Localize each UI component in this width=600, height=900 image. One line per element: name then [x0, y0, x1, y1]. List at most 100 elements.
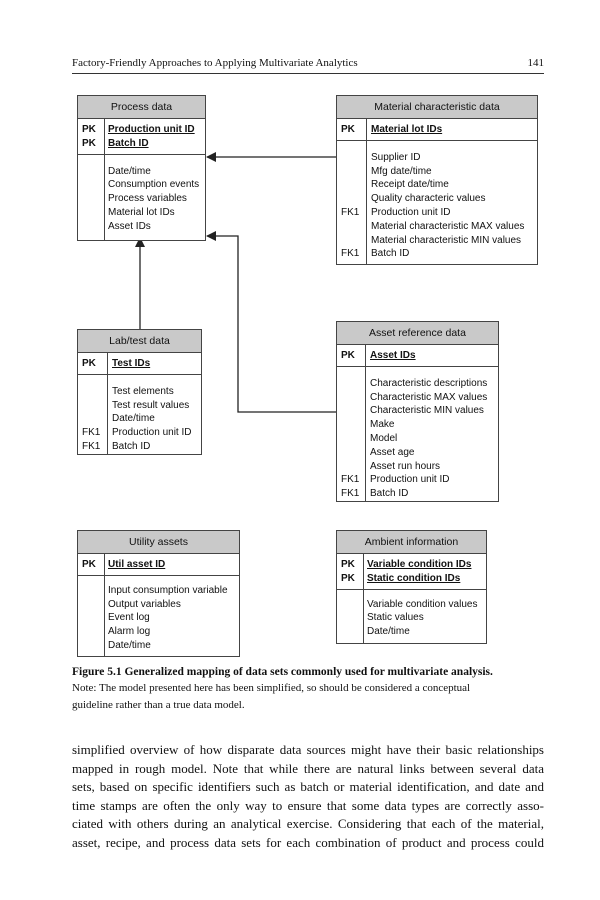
- key-field: Static condition IDs: [367, 572, 461, 584]
- attribute-field: Characteristic MIN values: [370, 405, 484, 417]
- entity-title: Material characteristic data: [337, 96, 537, 119]
- attribute-row: Date/time: [78, 165, 205, 179]
- attribute-field: Batch ID: [112, 440, 151, 452]
- attribute-tag: FK1: [341, 248, 360, 260]
- attribute-tag: FK1: [341, 488, 360, 500]
- attribute-field: Process variables: [108, 193, 187, 205]
- body-line: mapped in rough model. Note that while t…: [72, 760, 544, 776]
- key-row: PK Static condition IDs: [337, 572, 486, 586]
- attribute-row: Test elements: [78, 385, 201, 399]
- attribute-field: Date/time: [108, 639, 151, 651]
- key-tag: PK: [82, 559, 96, 570]
- key-tag: PK: [341, 572, 355, 584]
- attribute-row: FK1 Production unit ID: [337, 206, 537, 220]
- attribute-field: Alarm log: [108, 626, 151, 638]
- attribute-row: Material lot IDs: [78, 206, 205, 220]
- key-tag: PK: [341, 559, 355, 570]
- attribute-field: Batch ID: [370, 488, 409, 500]
- attribute-row: Asset age: [337, 446, 498, 460]
- attribute-field: Asset age: [370, 446, 415, 458]
- attribute-row: Event log: [78, 611, 239, 625]
- attribute-field: Test result values: [112, 399, 190, 411]
- attribute-tag: FK1: [82, 427, 101, 439]
- attribute-field: Variable condition values: [367, 598, 478, 610]
- attribute-field: Production unit ID: [370, 474, 450, 486]
- attributes: Supplier ID Mfg date/time Receipt date/t…: [337, 141, 537, 261]
- key-field: Batch ID: [108, 137, 149, 149]
- primary-keys: PK Asset IDs: [337, 345, 498, 367]
- entity-title: Utility assets: [78, 531, 239, 554]
- attribute-field: Consumption events: [108, 179, 200, 191]
- body-line: asset, recipe, and process data sets for…: [72, 834, 544, 850]
- key-tag: PK: [82, 358, 96, 369]
- attribute-row: Date/time: [337, 625, 486, 639]
- attribute-row: Receipt date/time: [337, 178, 537, 192]
- attribute-row: Characteristic descriptions: [337, 377, 498, 391]
- attribute-field: Asset run hours: [370, 460, 441, 472]
- body-line: simplified overview of how disparate dat…: [72, 742, 544, 757]
- attribute-tag: FK1: [341, 206, 360, 218]
- key-row: PK Test IDs: [78, 357, 201, 371]
- key-field: Material lot IDs: [371, 124, 443, 135]
- attribute-row: Characteristic MAX values: [337, 391, 498, 405]
- attribute-row: Process variables: [78, 192, 205, 206]
- attribute-row: Consumption events: [78, 178, 205, 192]
- attribute-row: Asset run hours: [337, 460, 498, 474]
- entity-title: Process data: [78, 96, 205, 119]
- body-line: ciated with others during an analytical …: [72, 816, 544, 832]
- attribute-row: FK1 Batch ID: [337, 247, 537, 261]
- attribute-field: Date/time: [367, 626, 410, 638]
- key-tag: PK: [82, 137, 96, 149]
- figure-caption: Figure 5.1 Generalized mapping of data s…: [72, 664, 544, 714]
- column-divider: [363, 553, 364, 643]
- attribute-field: Characteristic MAX values: [370, 391, 488, 403]
- key-field: Util asset ID: [108, 559, 166, 570]
- attributes: Input consumption variable Output variab…: [78, 576, 239, 653]
- attribute-field: Asset IDs: [108, 220, 151, 232]
- attribute-row: Variable condition values: [337, 598, 486, 612]
- attribute-row: Quality characteric values: [337, 192, 537, 206]
- entity-title: Lab/test data: [78, 330, 201, 353]
- body-paragraph: simplified overview of how disparate dat…: [72, 741, 544, 853]
- figure-note-line: Note: The model presented here has been …: [72, 682, 471, 694]
- attribute-field: Date/time: [112, 413, 155, 425]
- column-divider: [365, 344, 366, 501]
- relationship-connectors: [135, 152, 336, 413]
- attribute-field: Receipt date/time: [371, 179, 449, 191]
- figure-note: Note: The model presented here has been …: [72, 680, 544, 714]
- attribute-field: Quality characteric values: [371, 193, 486, 205]
- attribute-field: Material lot IDs: [108, 206, 175, 218]
- attribute-row: FK1 Production unit ID: [337, 473, 498, 487]
- column-divider: [104, 553, 105, 656]
- attribute-row: Material characteristic MAX values: [337, 220, 537, 234]
- attribute-field: Input consumption variable: [108, 584, 228, 596]
- attributes: Characteristic descriptions Characterist…: [337, 367, 498, 501]
- key-field: Asset IDs: [370, 350, 416, 361]
- attribute-field: Material characteristic MAX values: [371, 220, 525, 232]
- entity-utility-assets: Utility assets PK Util asset ID Input con…: [77, 530, 240, 657]
- column-divider: [104, 118, 105, 240]
- attribute-field: Static values: [367, 612, 424, 624]
- attribute-field: Material characteristic MIN values: [371, 234, 522, 246]
- attribute-row: Characteristic MIN values: [337, 404, 498, 418]
- attribute-tag: FK1: [341, 474, 360, 486]
- attribute-row: Test result values: [78, 399, 201, 413]
- attribute-field: Production unit ID: [371, 206, 451, 218]
- attribute-row: Output variables: [78, 598, 239, 612]
- er-diagram: Process data PK Production unit ID PK Batc…: [77, 95, 538, 657]
- attribute-field: Batch ID: [371, 248, 410, 260]
- key-field: Test IDs: [112, 358, 151, 369]
- attribute-row: Supplier ID: [337, 151, 537, 165]
- column-divider: [107, 352, 108, 454]
- key-tag: PK: [341, 350, 355, 361]
- attribute-row: Make: [337, 418, 498, 432]
